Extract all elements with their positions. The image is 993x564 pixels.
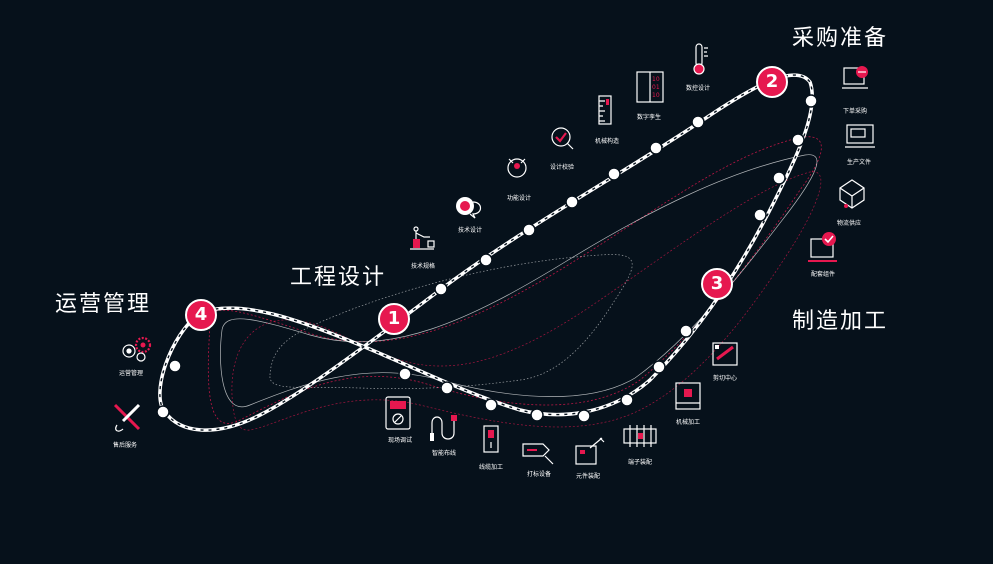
- path-dot: [753, 208, 767, 222]
- path-dot: [398, 367, 412, 381]
- path-dot: [565, 195, 579, 209]
- path-dot: [440, 381, 454, 395]
- phase-title-operations: 运营管理: [55, 292, 152, 317]
- phase-badge-1: 1: [378, 303, 410, 335]
- step-label-machining: 机械加工: [675, 419, 701, 426]
- wire-loop-icon: [430, 415, 457, 441]
- step-label-field-debug: 现场调试: [387, 437, 413, 444]
- cart-screen-icon: [842, 66, 868, 89]
- multimeter-icon: [385, 396, 411, 430]
- robot-arm-icon: [410, 226, 435, 250]
- step-label-terminal-assembly: 端子装配: [627, 459, 653, 466]
- step-label-kit-parts: 配套组件: [810, 271, 836, 278]
- step-label-operation-mgmt: 运营管理: [118, 370, 144, 377]
- path-dot: [484, 398, 498, 412]
- document-screen-icon: [845, 124, 875, 148]
- wrench-panel-icon: [575, 437, 605, 465]
- path-dot: [434, 282, 448, 296]
- step-label-mechanical: 机械构造: [594, 138, 620, 145]
- path-dot: [679, 324, 693, 338]
- step-label-after-sales: 售后服务: [112, 442, 138, 449]
- path-dot: [522, 223, 536, 237]
- wrench-screwdriver-icon: [113, 403, 141, 432]
- icons: 10 01 10: [113, 43, 875, 465]
- binary-cabinet-icon: 10 01 10: [636, 71, 664, 103]
- ruler-icon: [598, 95, 612, 125]
- phase-title-engineering: 工程设计: [290, 265, 387, 290]
- path-dot: [649, 141, 663, 155]
- path-dot: [652, 360, 666, 374]
- phase-badge-3: 3: [701, 268, 733, 300]
- svg-text:01: 01: [652, 84, 660, 91]
- path-dots: [156, 94, 818, 423]
- step-label-supply: 物流供应: [836, 220, 862, 227]
- package-icon: [839, 179, 865, 209]
- inner-loop-dashed-red-2: [231, 171, 822, 431]
- checked-box-icon: [808, 232, 837, 262]
- svg-text:10: 10: [652, 76, 660, 83]
- gauge-icon: [507, 158, 527, 178]
- machining-center-icon: [675, 382, 701, 410]
- path-dot: [607, 167, 621, 181]
- step-label-data-design: 数控设计: [685, 85, 711, 92]
- path-dot: [479, 253, 493, 267]
- step-label-order-purchase: 下单采购: [842, 108, 868, 115]
- svg-text:10: 10: [652, 92, 660, 99]
- wire-tool-icon: [483, 425, 499, 453]
- step-label-marking-device: 打标设备: [526, 471, 552, 478]
- phase-badge-2: 2: [756, 66, 788, 98]
- phase-badge-4: 4: [185, 299, 217, 331]
- path-dot: [804, 94, 818, 108]
- path-dot: [577, 409, 591, 423]
- inner-loop-solid-white: [220, 154, 818, 408]
- gears-icon: [122, 336, 152, 362]
- step-label-cutting-center: 剪切中心: [712, 375, 738, 382]
- step-label-wire-processing: 线缆加工: [478, 464, 504, 471]
- path-dot: [620, 393, 634, 407]
- terminal-block-icon: [623, 425, 657, 447]
- phase-title-manufacturing: 制造加工: [792, 309, 889, 334]
- step-label-design-check: 设计校验: [549, 164, 575, 171]
- checkmark-magnifier-icon: [551, 127, 574, 150]
- phase-title-procurement: 采购准备: [792, 26, 889, 51]
- thermometer-icon: [693, 43, 708, 75]
- tag-printer-icon: [522, 443, 554, 465]
- step-label-production-files: 生产文件: [846, 159, 872, 166]
- step-label-tech-design: 技术设计: [457, 227, 483, 234]
- step-label-tech-plan: 技术规格: [410, 263, 436, 270]
- path-dot: [156, 405, 170, 419]
- step-label-smart-wiring: 智能布线: [431, 450, 457, 457]
- chat-bubble-icon: [456, 197, 482, 219]
- path-dot: [168, 359, 182, 373]
- cutter-machine-icon: [712, 342, 738, 366]
- step-label-function-design: 功能设计: [506, 195, 532, 202]
- path-dot: [691, 115, 705, 129]
- step-label-component-assembly: 元件装配: [575, 473, 601, 480]
- step-label-digital-twin: 数字孪生: [636, 114, 662, 121]
- path-dot: [530, 408, 544, 422]
- path-dot: [772, 171, 786, 185]
- path-dot: [791, 133, 805, 147]
